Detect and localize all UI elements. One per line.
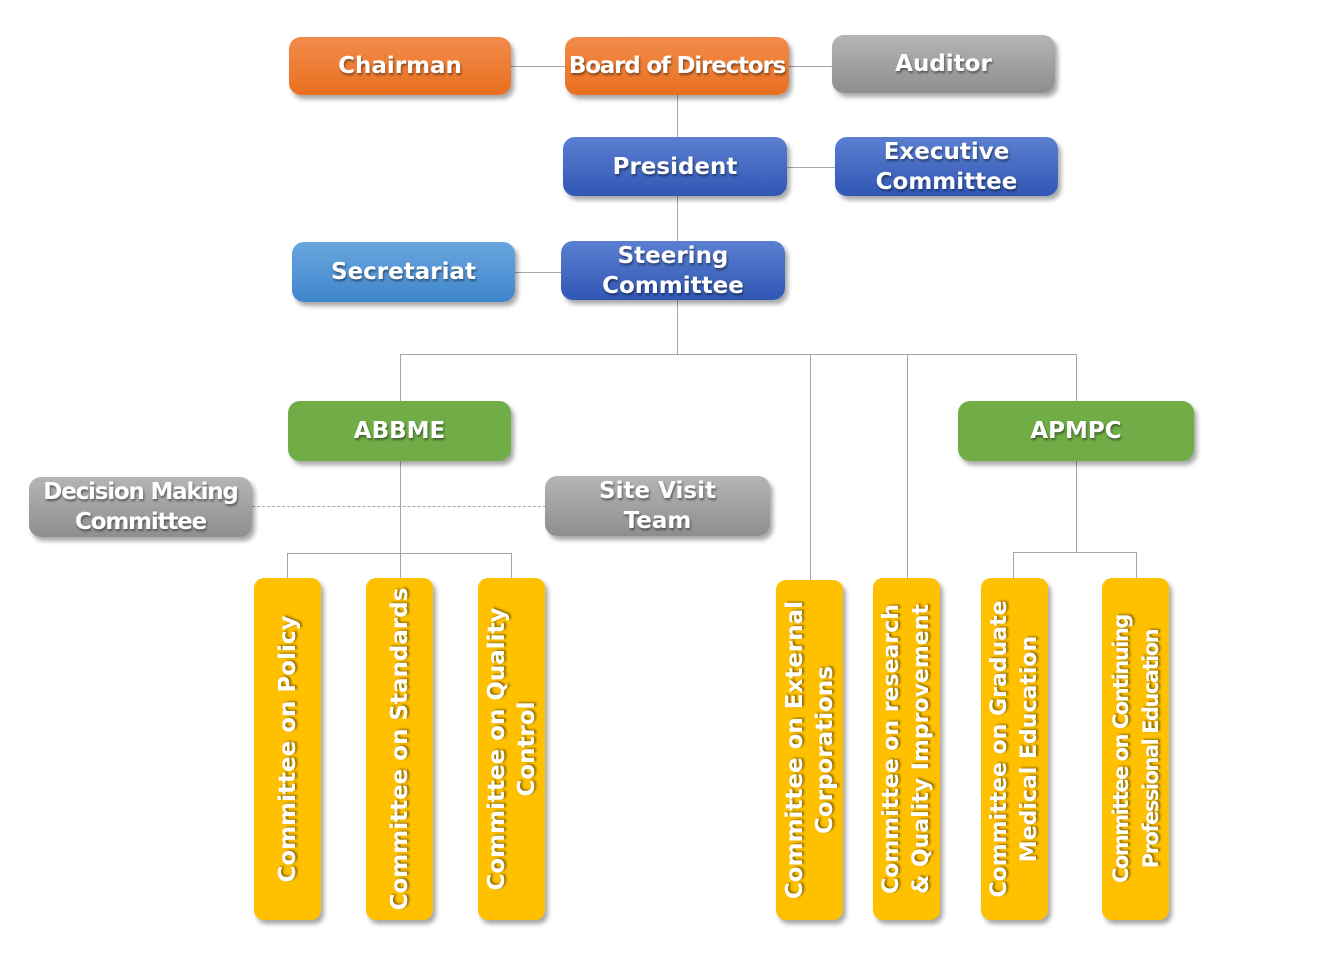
node-steering-label: Steering Committee	[602, 242, 744, 299]
node-external-label: Committee on External Corporations	[781, 600, 838, 900]
node-committee-policy: Committee on Policy	[254, 578, 321, 920]
connector-secretariat-steering	[514, 272, 562, 273]
node-auditor: Auditor	[832, 35, 1055, 93]
node-committee-quality-control: Committee on Quality Control	[478, 578, 545, 920]
node-standards-label: Committee on Standards	[386, 587, 413, 911]
connector-apmpc-committees-bar	[1013, 552, 1137, 553]
connector-to-apmpc	[1076, 354, 1077, 402]
node-auditor-label: Auditor	[895, 51, 992, 77]
node-chairman-label: Chairman	[338, 53, 462, 79]
node-chairman: Chairman	[289, 37, 511, 95]
node-quality-label: Committee on Quality Control	[483, 607, 540, 891]
connector-to-continuing	[1136, 552, 1137, 579]
node-committee-graduate-medical-education: Committee on Graduate Medical Education	[981, 578, 1048, 920]
connector-to-policy	[287, 553, 288, 579]
node-policy-label: Committee on Policy	[274, 615, 301, 883]
node-site-visit-team: Site Visit Team	[545, 476, 770, 536]
node-president: President	[563, 137, 787, 196]
connector-president-steering	[677, 196, 678, 242]
connector-decision-sitevisit	[252, 506, 546, 507]
node-research-label: Committee on research & Quality Improvem…	[878, 604, 934, 894]
node-sitevisit-label: Site Visit Team	[599, 478, 716, 534]
connector-steering-branch	[677, 300, 678, 354]
connector-to-graduate	[1013, 552, 1014, 579]
connector-branch-bar	[400, 354, 1077, 355]
connector-board-president	[677, 95, 678, 140]
connector-to-quality	[511, 553, 512, 579]
node-abbme-label: ABBME	[353, 418, 446, 444]
node-committee-continuing-professional-education: Committee on Continuing Professional Edu…	[1102, 578, 1169, 920]
connector-board-auditor	[788, 66, 833, 67]
connector-apmpc-down	[1076, 460, 1077, 552]
connector-to-external	[810, 354, 811, 580]
node-decision-label: Decision Making Committee	[43, 479, 239, 535]
node-committee-standards: Committee on Standards	[366, 578, 433, 920]
node-secretariat: Secretariat	[292, 242, 515, 302]
node-committee-external-corporations: Committee on External Corporations	[776, 580, 843, 920]
node-executive-label: Executive Committee	[875, 138, 1018, 195]
connector-president-executive	[786, 167, 836, 168]
connector-abbme-committees-bar	[287, 553, 512, 554]
node-continuing-label: Committee on Continuing Professional Edu…	[1108, 615, 1163, 883]
node-decision-making-committee: Decision Making Committee	[29, 477, 252, 537]
node-abbme: ABBME	[288, 401, 511, 461]
connector-to-standards	[400, 553, 401, 579]
node-secretariat-label: Secretariat	[331, 259, 476, 285]
node-committee-research-quality: Committee on research & Quality Improvem…	[873, 578, 940, 920]
node-board-label: Board of Directors	[568, 53, 786, 79]
node-president-label: President	[612, 153, 738, 180]
connector-to-abbme	[400, 354, 401, 402]
node-graduate-label: Committee on Graduate Medical Education	[986, 600, 1042, 898]
node-executive-committee: Executive Committee	[835, 137, 1058, 196]
node-apmpc: APMPC	[958, 401, 1194, 461]
connector-chairman-board	[510, 66, 568, 67]
node-board-of-directors: Board of Directors	[565, 37, 789, 95]
connector-to-research	[907, 354, 908, 580]
node-steering-committee: Steering Committee	[561, 241, 785, 300]
node-apmpc-label: APMPC	[1030, 418, 1122, 444]
